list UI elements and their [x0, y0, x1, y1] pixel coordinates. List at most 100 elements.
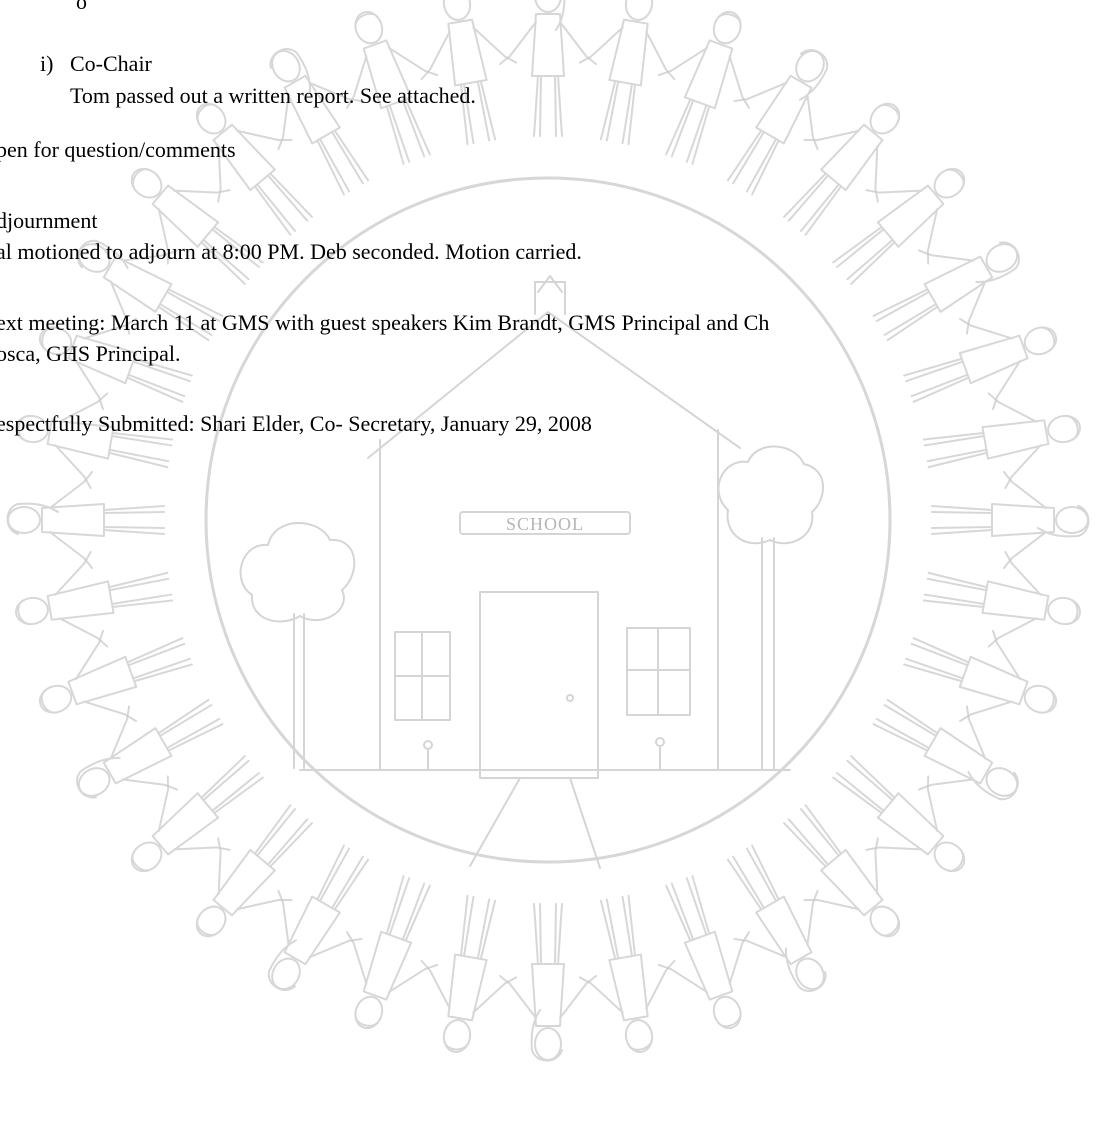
child-body: [903, 637, 1029, 706]
child-body: [931, 503, 1055, 537]
child-hair: [784, 947, 827, 992]
child-figure: [832, 167, 966, 285]
child-head: [195, 905, 227, 938]
child-head: [933, 167, 966, 199]
children-ring: [6, 0, 1090, 1062]
child-body: [447, 894, 497, 1022]
child-figure: [38, 629, 193, 723]
child-hair: [267, 939, 298, 991]
child-body: [531, 903, 565, 1027]
child-head: [1047, 414, 1081, 444]
child-figure: [783, 804, 901, 938]
school-building: [299, 275, 791, 869]
child-arms: [499, 975, 597, 1019]
child-hair: [132, 168, 151, 190]
child-arms: [277, 81, 363, 151]
next-meeting-text-line-2: osca, GHS Principal.: [0, 341, 181, 366]
child-body: [151, 755, 264, 856]
child-figure: [726, 844, 827, 992]
child-body: [903, 334, 1029, 403]
child-head: [442, 0, 472, 21]
child-head: [38, 684, 73, 714]
child-figure: [269, 48, 370, 196]
child-hair: [945, 850, 964, 872]
child-hair: [716, 1012, 742, 1028]
child-arms: [733, 81, 819, 151]
child-figure: [499, 903, 597, 1062]
child-figure: [931, 471, 1090, 569]
child-body: [283, 844, 370, 966]
child-figure: [15, 392, 174, 490]
child-figure: [922, 392, 1081, 490]
child-hair: [6, 502, 59, 535]
child-body: [212, 804, 313, 917]
child-body: [41, 503, 165, 537]
child-head: [7, 506, 41, 534]
child-head: [869, 102, 901, 135]
child-body: [102, 698, 224, 785]
child-arms: [420, 959, 518, 1014]
right-tree: [717, 445, 824, 771]
child-arms: [217, 837, 293, 911]
child-head: [130, 167, 163, 199]
child-head: [354, 10, 384, 45]
child-arms: [657, 46, 751, 109]
child-figure: [130, 167, 264, 285]
child-head: [38, 326, 73, 356]
child-figure: [195, 102, 313, 236]
child-head: [534, 0, 562, 13]
child-body: [447, 18, 497, 146]
child-body: [67, 334, 193, 403]
child-body: [362, 39, 431, 165]
child-hair: [1066, 415, 1079, 441]
child-figure: [903, 317, 1058, 411]
child-hair: [40, 688, 56, 714]
child-arms: [54, 392, 109, 490]
child-arms: [865, 189, 939, 265]
child-arms: [157, 189, 231, 265]
child-hair: [967, 770, 1019, 801]
co-chair-report-text: Tom passed out a written report. See att…: [70, 83, 476, 108]
child-figure: [130, 755, 264, 873]
child-arms: [217, 129, 293, 203]
child-hair: [798, 49, 829, 101]
child-arms: [345, 931, 439, 994]
child-arms: [345, 46, 439, 109]
child-arms: [157, 775, 231, 851]
child-figure: [420, 0, 518, 146]
child-hair: [555, 0, 566, 31]
child-hair: [17, 415, 30, 441]
inner-circle: [204, 176, 892, 864]
open-questions-heading: pen for question/comments: [0, 137, 236, 162]
child-arms: [109, 249, 179, 335]
child-hair: [77, 239, 129, 270]
child-hair: [41, 326, 56, 352]
child-arms: [959, 629, 1022, 723]
child-head: [195, 102, 227, 135]
child-head: [985, 243, 1019, 273]
child-figure: [77, 239, 224, 342]
child-arms: [109, 705, 179, 791]
child-figure: [6, 471, 165, 569]
child-arms: [803, 129, 879, 203]
adjournment-motion-text: al motioned to adjourn at 8:00 PM. Deb s…: [0, 239, 582, 264]
school-sign-text: SCHOOL: [506, 514, 584, 534]
child-hair: [269, 48, 312, 93]
child-head: [869, 905, 901, 938]
child-arms: [657, 931, 751, 994]
child-figure: [726, 49, 829, 196]
child-head: [1023, 684, 1058, 714]
adjournment-heading: djournment: [0, 208, 98, 233]
child-body: [151, 184, 264, 285]
child-head: [795, 957, 825, 991]
child-hair: [1040, 326, 1056, 352]
child-body: [832, 755, 945, 856]
child-figure: [76, 698, 224, 799]
child-hair: [1037, 505, 1090, 538]
child-figure: [872, 241, 1020, 342]
child-head: [712, 10, 742, 45]
child-hair: [131, 850, 151, 872]
child-hair: [196, 103, 218, 123]
child-head: [77, 767, 111, 797]
